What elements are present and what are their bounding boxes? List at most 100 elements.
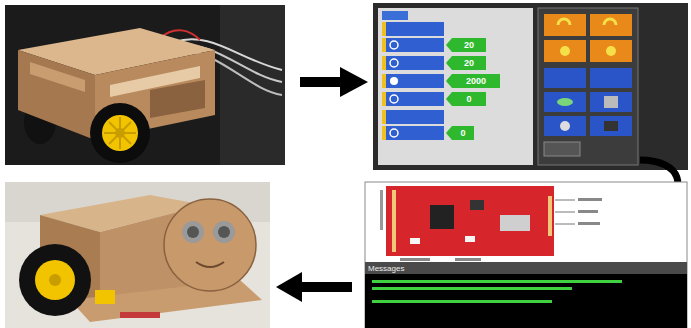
wheel-hub xyxy=(35,260,75,300)
chip xyxy=(430,205,454,229)
block-palette xyxy=(538,8,638,165)
pseudo-text xyxy=(400,258,430,261)
leader-line xyxy=(555,200,575,224)
chassis-slot xyxy=(30,62,85,92)
component xyxy=(410,238,420,244)
console-line xyxy=(372,300,552,303)
code-block xyxy=(382,126,444,140)
code-block xyxy=(382,38,444,52)
code-block xyxy=(382,110,444,124)
sensor-eye-center xyxy=(218,226,230,238)
block-notch xyxy=(382,110,386,124)
code-block xyxy=(382,22,444,36)
block-value: 20 xyxy=(452,56,486,70)
flow-arrow xyxy=(300,67,368,97)
chip xyxy=(470,200,484,210)
pseudo-text xyxy=(380,190,383,230)
sensor-eye xyxy=(182,221,204,243)
block-notch xyxy=(382,92,386,106)
block-notch xyxy=(382,56,386,70)
arrow-head xyxy=(276,272,302,302)
value-fields xyxy=(446,38,500,140)
link-icon xyxy=(390,95,398,103)
photo-shadow xyxy=(220,5,285,165)
screenshot-frame xyxy=(365,182,687,328)
palette-tile xyxy=(590,68,632,88)
wheel-tire xyxy=(90,103,150,163)
code-block xyxy=(382,56,444,70)
palette-tile xyxy=(590,40,632,62)
sensor-eye-center xyxy=(187,226,199,238)
code-blocks xyxy=(382,22,444,140)
value-field xyxy=(446,38,486,52)
pseudo-text xyxy=(578,210,598,213)
wheel-spokes xyxy=(104,117,136,149)
block-value: 0 xyxy=(452,126,474,140)
robot-face xyxy=(164,199,256,291)
value-field xyxy=(446,74,500,88)
photo-background xyxy=(5,182,270,328)
pin-header xyxy=(548,196,552,236)
palette-tile xyxy=(544,40,586,62)
block-value: 0 xyxy=(452,92,486,106)
palette-tile xyxy=(544,116,586,136)
panel-heading: Messages xyxy=(368,262,448,274)
screenshot-frame xyxy=(373,3,688,170)
condition-icon xyxy=(560,46,570,56)
pseudo-text xyxy=(455,258,481,261)
block-notch xyxy=(382,22,386,36)
robot-smile xyxy=(196,262,224,267)
clock-icon xyxy=(390,77,398,85)
photo-background xyxy=(5,5,285,165)
wheel-axle xyxy=(49,274,61,286)
arrow-head xyxy=(340,67,368,97)
arrow-shaft xyxy=(300,77,342,87)
code-block xyxy=(382,92,444,106)
photo-finished-robot xyxy=(5,182,270,328)
component xyxy=(465,236,475,242)
robot-base-plate xyxy=(70,280,262,322)
pseudo-text xyxy=(578,198,602,201)
value-field xyxy=(446,126,474,140)
link-icon xyxy=(390,129,398,137)
sensor-eye xyxy=(213,221,235,243)
connector xyxy=(500,215,530,231)
code-block xyxy=(382,11,408,20)
palette-tiles xyxy=(544,14,632,156)
palette-tile xyxy=(544,68,586,88)
pseudo-text xyxy=(578,222,600,225)
block-notch xyxy=(382,38,386,52)
palette-button xyxy=(544,142,580,156)
palette-tile xyxy=(544,92,586,112)
console-line xyxy=(372,280,622,283)
tile-icon xyxy=(604,121,618,131)
condition-icon xyxy=(606,46,616,56)
link-icon xyxy=(390,41,398,49)
motor xyxy=(95,290,115,304)
code-block xyxy=(382,74,444,88)
value-field xyxy=(446,92,486,106)
palette-tile xyxy=(590,92,632,112)
chassis-opening xyxy=(150,80,205,118)
flow-arrow xyxy=(276,272,352,302)
arrow-shaft xyxy=(300,282,352,292)
link-icon xyxy=(390,59,398,67)
screenshot-board-upload xyxy=(365,182,687,328)
messages-bar xyxy=(365,262,687,274)
block-value: 20 xyxy=(452,38,486,52)
palette-tile xyxy=(590,116,632,136)
console-line xyxy=(372,287,572,290)
photo-unfinished-robot xyxy=(5,5,285,165)
wheel-hub xyxy=(102,115,138,151)
loop-icon xyxy=(604,19,616,25)
editor-canvas xyxy=(378,8,533,165)
block-value: 2000 xyxy=(452,74,500,88)
palette-tile xyxy=(544,14,586,36)
circuit-board xyxy=(120,312,160,318)
chassis-side xyxy=(18,50,95,140)
value-field xyxy=(446,56,486,70)
circuit-board xyxy=(386,186,554,256)
pin-header xyxy=(392,190,396,252)
